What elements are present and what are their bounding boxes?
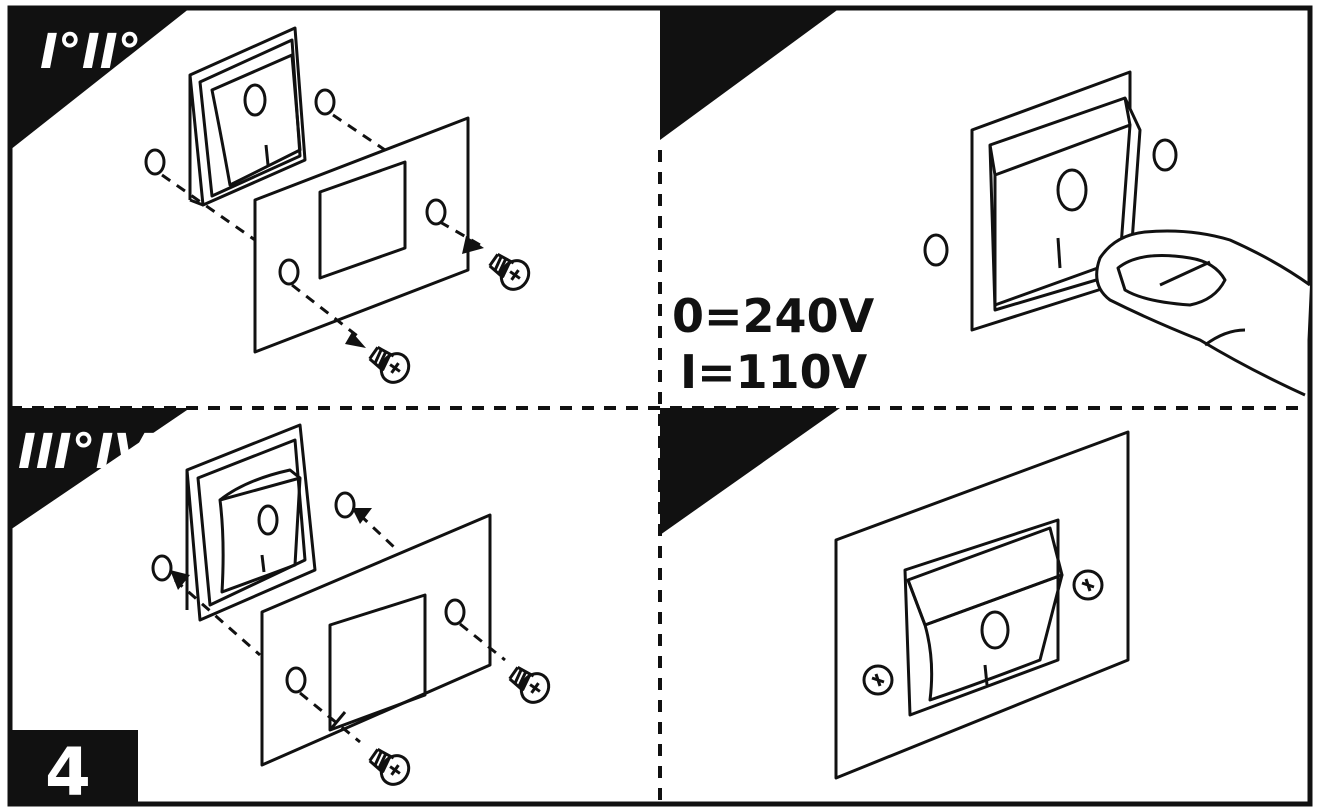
voltage-line-2: I=110V xyxy=(680,345,868,399)
corner-tab-bottom-right xyxy=(660,408,840,535)
arrow-head-icon xyxy=(170,570,190,590)
arrow-head-icon xyxy=(345,332,366,348)
panel-bottom-right-illustration xyxy=(834,430,1130,780)
step-badge xyxy=(10,730,138,804)
panel-top-right-illustration xyxy=(923,70,1311,397)
corner-tab-top-left xyxy=(10,8,190,150)
corner-tab-top-right xyxy=(660,8,840,140)
panel-top-left-illustration xyxy=(144,26,531,384)
panel-bottom-left-illustration xyxy=(151,423,551,786)
panel-label-top-left: I°II° xyxy=(40,24,142,80)
step-number: 4 xyxy=(45,734,91,811)
arrow-head-icon xyxy=(352,508,372,524)
voltage-line-1: 0=240V xyxy=(672,289,875,343)
panel-label-bottom-left: III°IV xyxy=(18,424,154,480)
arrow-head-icon xyxy=(462,236,484,254)
corner-tab-bottom-left xyxy=(10,408,190,530)
